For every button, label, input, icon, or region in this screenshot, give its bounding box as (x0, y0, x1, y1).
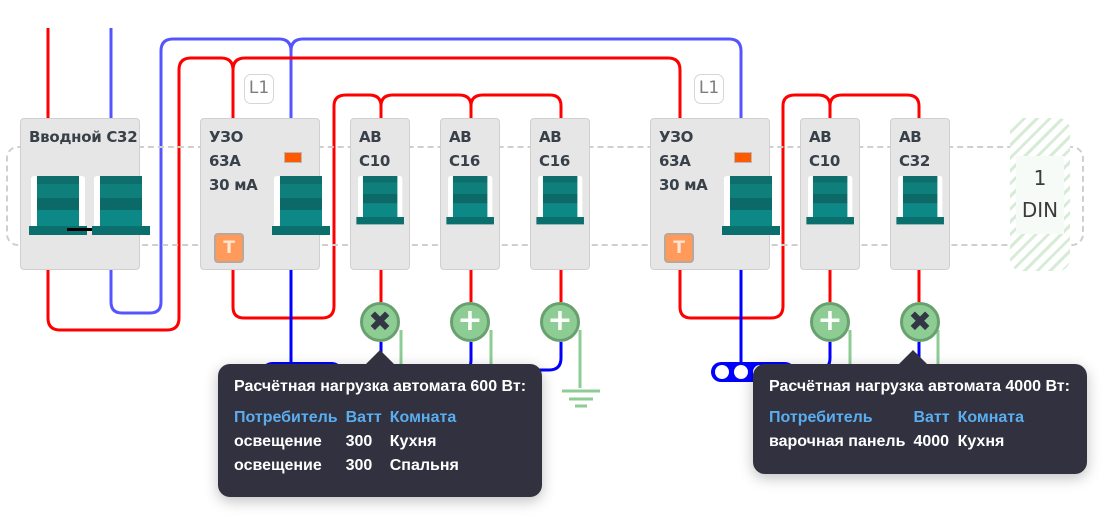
consumer-cell: варочная панель (769, 433, 906, 450)
module-label: АВ С16 (539, 128, 570, 170)
watts-cell: 4000 (913, 433, 950, 450)
module-rcd[interactable]: УЗО 63А 30 мА T (200, 118, 330, 270)
toggle-lever-icon[interactable] (92, 176, 150, 236)
module-breaker[interactable]: АВ С16 (530, 118, 590, 270)
phase-to-rcd2-wire (231, 56, 682, 118)
module-label: АВ С32 (899, 128, 930, 170)
module-breaker[interactable]: АВ С10 (800, 118, 860, 270)
watts-cell: 300 (345, 433, 373, 450)
add-load-node-icon[interactable]: + (450, 302, 490, 342)
load-table: Потребитель Ватт Комната освещение 300 К… (234, 406, 467, 478)
rcd1-phase-bus-wire (379, 93, 563, 118)
empty-din-slot[interactable]: 1 DIN (1010, 118, 1070, 271)
table-header-row: Потребитель Ватт Комната (769, 406, 1032, 430)
ground-symbol (562, 389, 600, 408)
column-header: Потребитель (234, 409, 338, 426)
column-header: Комната (389, 409, 457, 426)
toggle-lever-icon[interactable] (29, 176, 87, 236)
module-main-breaker[interactable]: Вводной С32 (20, 118, 150, 270)
module-label: УЗО 63А 30 мА (659, 128, 708, 194)
column-header: Комната (957, 409, 1025, 426)
din-slot-label: 1 DIN (1016, 156, 1064, 234)
tooltip-title: Расчётная нагрузка автомата 600 Вт: (234, 378, 527, 395)
phase-label: L1 (694, 74, 724, 104)
load-tooltip: Расчётная нагрузка автомата 600 Вт: Потр… (218, 350, 542, 497)
module-label: Вводной С32 (29, 128, 138, 146)
tooltip-title: Расчётная нагрузка автомата 4000 Вт: (769, 378, 1070, 395)
toggle-lever-icon[interactable] (896, 176, 944, 225)
bus-terminal (734, 365, 748, 379)
load-table: Потребитель Ватт Комната варочная панель… (769, 406, 1032, 454)
table-row: освещение 300 Кухня (234, 430, 467, 454)
table-row: варочная панель 4000 Кухня (769, 430, 1032, 454)
add-load-node-icon[interactable]: + (810, 302, 850, 342)
toggle-lever-icon[interactable] (446, 176, 494, 225)
lever-tie-bar (67, 228, 97, 231)
rcd1-phase-out-wire (231, 93, 383, 320)
status-indicator (734, 152, 752, 163)
module-breaker[interactable]: АВ С16 (440, 118, 500, 270)
toggle-lever-icon[interactable] (356, 176, 404, 225)
column-header: Ватт (913, 409, 950, 426)
consumer-cell: освещение (234, 457, 322, 474)
load-tooltip: Расчётная нагрузка автомата 4000 Вт: Пот… (753, 350, 1087, 474)
neutral-to-rcd2-wire (289, 37, 743, 118)
consumer-cell: освещение (234, 433, 322, 450)
column-header: Потребитель (769, 409, 873, 426)
test-button[interactable]: T (214, 233, 244, 263)
module-label: УЗО 63А 30 мА (209, 128, 258, 194)
module-rcd[interactable]: УЗО 63А 30 мА T (650, 118, 780, 270)
ground-wires (399, 330, 940, 388)
module-label: АВ С16 (449, 128, 480, 170)
main-phase-out-wire (46, 56, 235, 332)
add-load-node-icon[interactable]: + (540, 302, 580, 342)
module-label: АВ С10 (809, 128, 840, 170)
status-indicator (284, 152, 302, 163)
room-cell: Кухня (957, 433, 1005, 450)
bus-terminal (715, 365, 729, 379)
remove-load-node-icon[interactable]: ✖ (900, 302, 940, 342)
din-slot-unit: DIN (1021, 198, 1059, 222)
toggle-lever-icon[interactable] (536, 176, 584, 225)
module-breaker[interactable]: АВ С10 (350, 118, 410, 270)
room-cell: Спальня (389, 457, 459, 474)
table-header-row: Потребитель Ватт Комната (234, 406, 467, 430)
main-neutral-out-wire (109, 37, 293, 315)
toggle-lever-icon[interactable] (806, 176, 854, 225)
breaker-outputs-wire (379, 270, 921, 302)
watts-cell: 300 (345, 457, 373, 474)
toggle-lever-icon[interactable] (272, 176, 330, 236)
rcd2-phase-out-wire (678, 93, 921, 320)
room-cell: Кухня (389, 433, 437, 450)
toggle-lever-icon[interactable] (722, 176, 780, 236)
table-row: освещение 300 Спальня (234, 454, 467, 478)
phase-label: L1 (244, 74, 274, 104)
remove-load-node-icon[interactable]: ✖ (360, 302, 400, 342)
module-label: АВ С10 (359, 128, 390, 170)
module-breaker[interactable]: АВ С32 (890, 118, 950, 270)
test-button[interactable]: T (664, 233, 694, 263)
din-slot-count: 1 (1033, 166, 1047, 190)
column-header: Ватт (345, 409, 382, 426)
